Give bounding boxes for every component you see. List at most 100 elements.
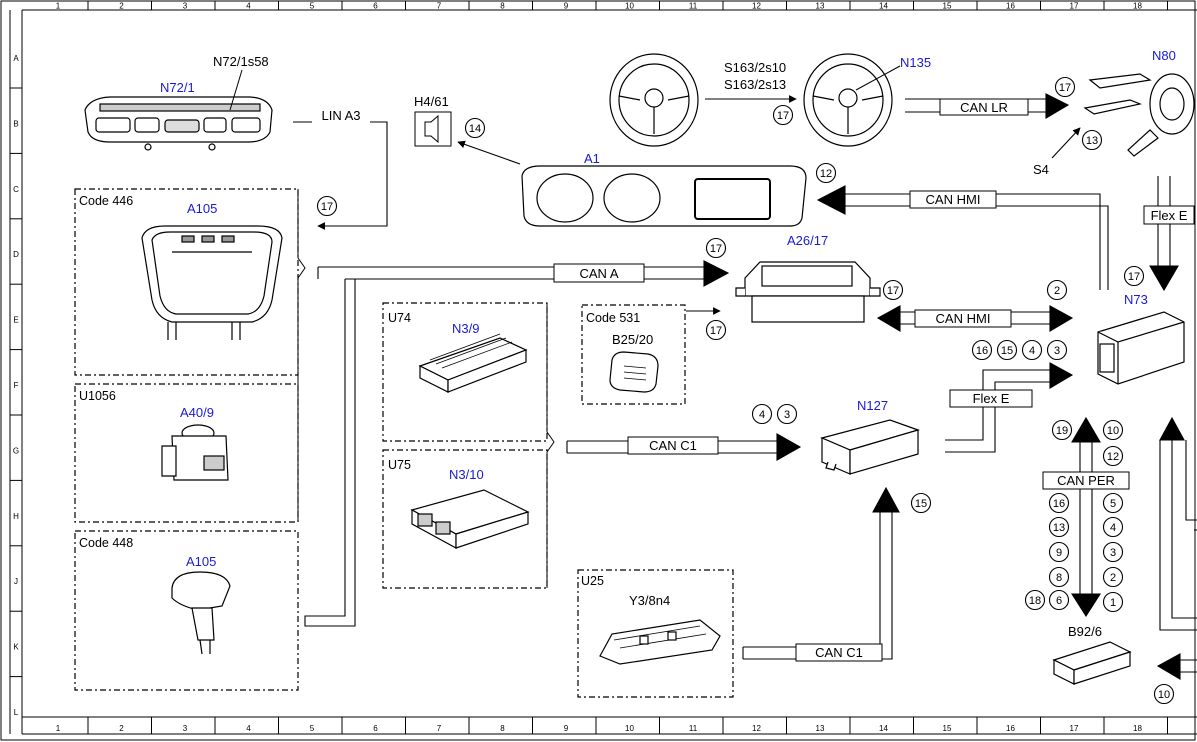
grid-column-label: 2 <box>119 724 124 733</box>
circled-number: 10 <box>1158 689 1170 701</box>
flex-e-mid-arrowhead <box>1049 362 1074 389</box>
circled-number: 17 <box>321 201 333 213</box>
group-code531-box <box>581 304 686 405</box>
n80-steering-column-icon <box>1083 73 1195 157</box>
grid-column-label: 4 <box>246 2 251 11</box>
grid-column-label: 17 <box>1070 724 1079 733</box>
b25-20-sensor-icon <box>609 351 659 393</box>
circled-number: 4 <box>1110 522 1116 534</box>
grid-column-label: 11 <box>689 724 698 733</box>
can-per-label: CAN PER <box>1057 473 1115 488</box>
circled-number-ring <box>464 117 486 139</box>
h4-61-label: H4/61 <box>414 94 449 109</box>
n72-1s58-label: N72/1s58 <box>213 54 269 69</box>
grid-column-label: 18 <box>1133 724 1142 733</box>
a26-17-head-unit-icon <box>735 261 881 323</box>
circled-number-ring <box>776 403 798 425</box>
can-hmi-top-arrowhead <box>816 185 846 215</box>
circled-number: 2 <box>1054 285 1060 297</box>
circled-number-ring <box>316 195 338 217</box>
s163-2s13-label: S163/2s13 <box>724 77 786 92</box>
circled-number-ring <box>882 279 904 301</box>
circled-number-ring <box>1048 566 1070 588</box>
grid-column-label: 1 <box>56 724 61 733</box>
grid-row-label: D <box>13 250 19 259</box>
circled-number: 17 <box>887 285 899 297</box>
grid-column-label: 17 <box>1070 2 1079 11</box>
grid-column-label: 13 <box>816 724 825 733</box>
grid-row-label: G <box>13 446 19 455</box>
circled-number-ring <box>1021 339 1043 361</box>
a1-to-h4-wire <box>457 140 521 165</box>
n135-leader <box>855 65 901 91</box>
b92-6-label: B92/6 <box>1068 624 1102 639</box>
can-c1-bottom-wire <box>742 512 893 660</box>
grid-column-label: 6 <box>373 2 378 11</box>
can-per-up-arrowhead <box>1071 416 1101 443</box>
circled-number-ring <box>751 403 773 425</box>
can-c1-mid-label-box <box>627 436 719 455</box>
y3-8n4-valve-body-icon <box>599 619 721 665</box>
group-code446-box <box>74 188 299 376</box>
grid-row-label: L <box>14 708 19 717</box>
grid-row-label: F <box>14 381 19 390</box>
right-edge-wire-c <box>1180 659 1197 673</box>
circled-number-ring <box>705 237 727 259</box>
n3-10-ecu-icon <box>410 489 530 550</box>
circled-number: 9 <box>1056 547 1062 559</box>
grid-column-label: 8 <box>500 724 505 733</box>
group-u74-label: U74 <box>388 311 411 325</box>
left-brace <box>297 189 306 522</box>
circled-number-ring <box>1024 589 1046 611</box>
circled-number-ring <box>1102 591 1124 613</box>
b92-6-sensor-icon <box>1052 641 1132 685</box>
group-code448-label: Code 448 <box>79 536 133 550</box>
can-hmi-top-label: CAN HMI <box>926 192 981 207</box>
s4-arrow <box>1051 127 1081 159</box>
circled-number: 4 <box>759 409 765 421</box>
circled-number-ring <box>1046 279 1068 301</box>
circled-number-ring <box>1153 683 1175 705</box>
grid-column-label: 4 <box>246 724 251 733</box>
circled-number-ring <box>996 339 1018 361</box>
grid-row-label: A <box>13 54 19 63</box>
can-a-arrowhead <box>703 260 730 287</box>
circled-number-ring <box>1102 419 1124 441</box>
circled-number: 6 <box>1056 595 1062 607</box>
speaker-icon <box>424 114 439 144</box>
grid-column-label: 9 <box>564 724 569 733</box>
circled-number: 12 <box>1107 451 1119 463</box>
n72-1-label: N72/1 <box>160 80 195 95</box>
can-per-down-arrowhead <box>1070 593 1102 618</box>
circled-number: 3 <box>784 409 790 421</box>
can-hmi-mid-left-arrowhead <box>876 305 901 332</box>
a1-instrument-cluster-icon <box>521 165 807 227</box>
circled-number: 10 <box>1107 425 1119 437</box>
circled-number: 3 <box>1054 345 1060 357</box>
flex-e-top-label: Flex E <box>1151 208 1188 223</box>
b25-20-label: B25/20 <box>612 332 653 347</box>
group-u25-box <box>577 569 734 698</box>
grid-column-label: 16 <box>1006 2 1015 11</box>
can-a-label: CAN A <box>579 266 618 281</box>
grid-column-label: 5 <box>310 2 315 11</box>
can-per-label-box <box>1042 471 1130 490</box>
can-hmi-mid-right-arrowhead <box>1049 305 1074 332</box>
n73-label: N73 <box>1124 292 1148 307</box>
can-a-label-box <box>553 263 645 283</box>
can-hmi-mid-label: CAN HMI <box>936 311 991 326</box>
right-edge-left-arrowhead <box>1156 653 1181 680</box>
n127-module-icon <box>820 419 920 475</box>
a40-9-label: A40/9 <box>180 405 214 420</box>
circled-number: 17 <box>1059 82 1071 94</box>
circled-number: 14 <box>469 123 481 135</box>
circled-number: 5 <box>1110 498 1116 510</box>
can-lr-arrowhead <box>1045 93 1070 119</box>
circled-number-ring <box>1054 76 1076 98</box>
group-code446-label: Code 446 <box>79 194 133 208</box>
can-per-wire <box>1079 440 1093 594</box>
grid-column-label: 10 <box>625 2 634 11</box>
